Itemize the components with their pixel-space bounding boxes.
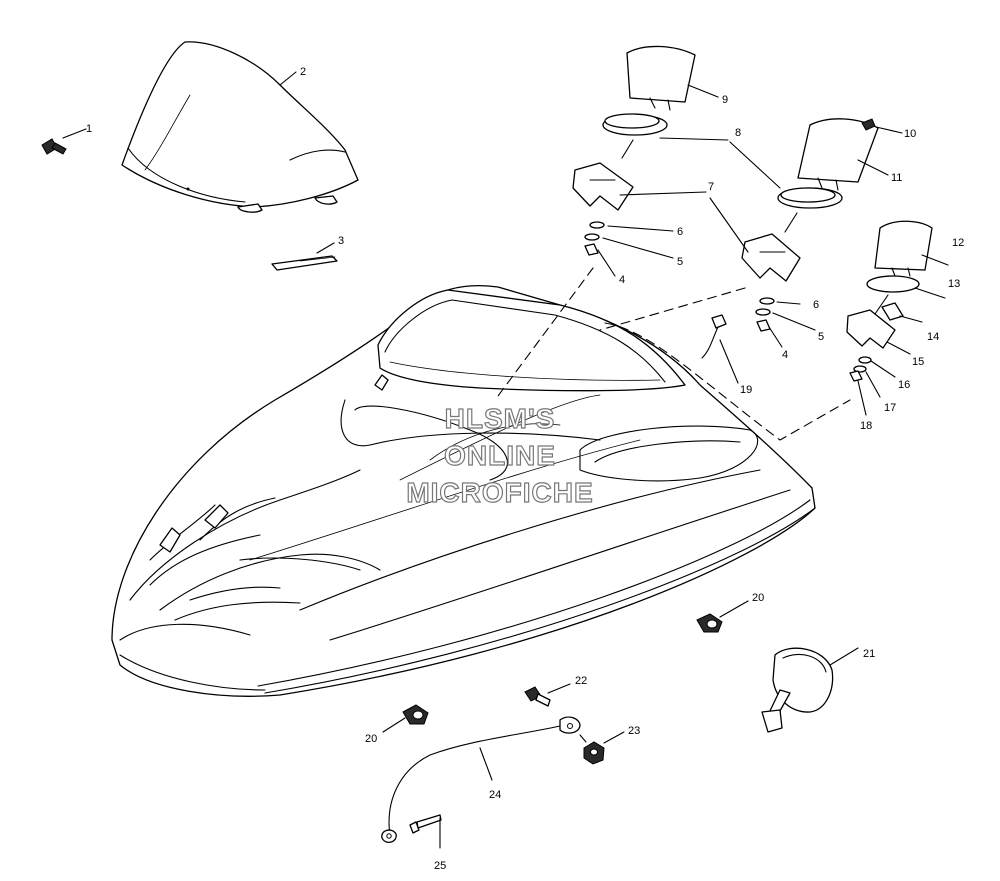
callout-19: 19 — [740, 384, 752, 396]
callout-labels: 1 2 3 6 5 4 7 8 9 10 11 12 13 14 15 16 1… — [86, 66, 964, 872]
part-1-screw — [41, 128, 87, 155]
part-19-wire — [701, 314, 739, 384]
callout-1: 1 — [86, 123, 92, 135]
part-22-bolt — [524, 683, 571, 707]
callout-4-left: 4 — [619, 274, 625, 286]
callout-25: 25 — [434, 860, 446, 872]
watermark-line-3: MICROFICHE — [406, 477, 593, 508]
callout-17: 17 — [884, 402, 896, 414]
part-25-rivet — [409, 814, 442, 849]
callout-13: 13 — [948, 278, 960, 290]
callout-22: 22 — [575, 675, 587, 687]
callout-21: 21 — [863, 648, 875, 660]
watermark-line-1: HLSM'S — [445, 403, 556, 434]
callout-7: 7 — [708, 181, 714, 193]
gauge-stack-left — [572, 45, 729, 277]
callout-11: 11 — [891, 172, 902, 184]
callout-5-left: 5 — [677, 256, 683, 268]
callout-20-right: 20 — [752, 592, 764, 604]
watermark-line-2: ONLINE — [444, 440, 556, 471]
part-2-windshield — [121, 41, 359, 213]
part-21-mirror — [761, 647, 859, 733]
callout-6-left: 6 — [677, 226, 683, 238]
callout-2: 2 — [300, 66, 306, 78]
gauge-stack-right — [709, 118, 903, 348]
callout-16: 16 — [898, 379, 910, 391]
dashed-leaders — [494, 267, 851, 441]
part-3-strip — [271, 242, 338, 271]
part-20-clip-left — [382, 704, 429, 733]
part-20-clip-right — [696, 600, 749, 633]
callout-12: 12 — [952, 237, 964, 249]
callout-8: 8 — [735, 127, 741, 139]
hood-assembly — [111, 284, 816, 697]
callout-14: 14 — [927, 331, 939, 343]
gauge-stack-far-right — [846, 220, 949, 416]
callout-10: 10 — [904, 128, 916, 140]
callout-23: 23 — [628, 725, 640, 737]
callout-18: 18 — [860, 420, 872, 432]
callout-4-right: 4 — [782, 349, 788, 361]
callout-3: 3 — [338, 235, 344, 247]
callout-9: 9 — [722, 94, 728, 106]
callout-5-right: 5 — [818, 331, 824, 343]
watermark: HLSM'S ONLINE MICROFICHE — [406, 402, 594, 508]
callout-24: 24 — [489, 789, 501, 801]
callout-15: 15 — [912, 356, 924, 368]
callout-20-left: 20 — [365, 733, 377, 745]
part-23-nut — [579, 731, 625, 765]
part-24-tether — [381, 716, 581, 844]
callout-6-right: 6 — [813, 299, 819, 311]
